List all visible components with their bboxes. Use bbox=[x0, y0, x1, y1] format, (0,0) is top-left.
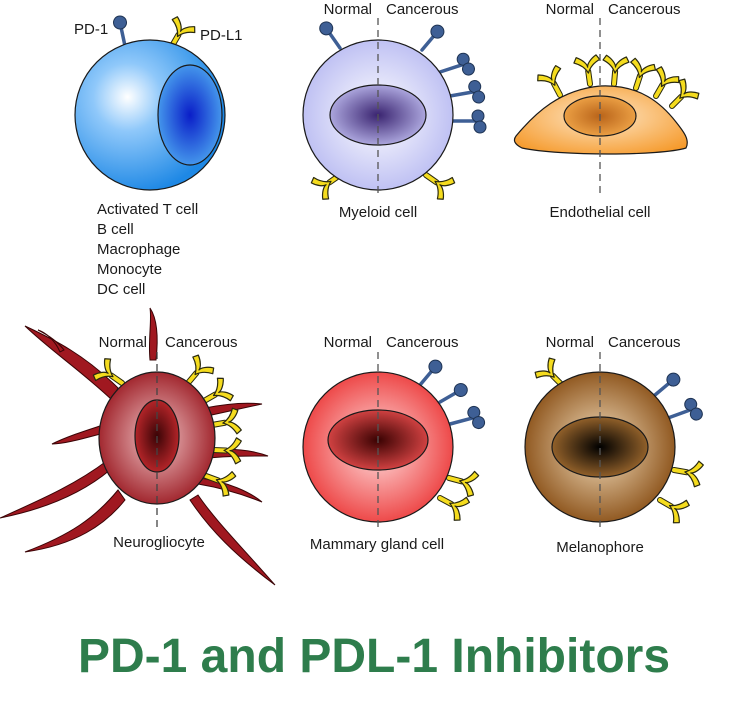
myeloid-group: Normal Cancerous Myeloid cell bbox=[302, 1, 488, 221]
cancerous-label: Cancerous bbox=[608, 334, 681, 351]
pdl1-ligand-icon bbox=[654, 489, 691, 526]
pdl1-ligand-icon bbox=[434, 487, 471, 523]
melanophore-label: Melanophore bbox=[556, 539, 644, 556]
cancerous-label: Cancerous bbox=[165, 334, 238, 351]
page-title: PD-1 and PDL-1 Inhibitors bbox=[78, 630, 670, 683]
endothelial-label: Endothelial cell bbox=[550, 204, 651, 221]
pdl1-ligand-icon bbox=[672, 457, 704, 487]
pd1-receptor-icon bbox=[450, 108, 488, 135]
pdl1-ligand-icon bbox=[573, 54, 603, 85]
melanophore-group: Normal Cancerous Melanophore bbox=[524, 334, 704, 556]
pd1-label: PD-1 bbox=[74, 21, 108, 38]
pdl1-label: PD-L1 bbox=[200, 27, 243, 44]
neurogliocyte-group: Normal Cancerous Neurogliocyte bbox=[0, 307, 276, 586]
tcell-label-2: B cell bbox=[97, 221, 134, 238]
pd1-receptor-icon bbox=[315, 17, 348, 54]
endothelial-group: Normal Cancerous Endothelial cell bbox=[513, 1, 701, 221]
mammary-group: Normal Cancerous Mammary gland cell bbox=[302, 334, 488, 553]
pd1-receptor-icon bbox=[435, 379, 472, 410]
cancerous-label: Cancerous bbox=[386, 1, 459, 18]
pd1-receptor-icon bbox=[649, 368, 685, 402]
tcell-label-5: DC cell bbox=[97, 281, 145, 298]
tcell-label-3: Macrophage bbox=[97, 241, 180, 258]
cancerous-label: Cancerous bbox=[608, 1, 681, 18]
tcell-label-1: Activated T cell bbox=[97, 201, 198, 218]
tcell-label-4: Monocyte bbox=[97, 261, 162, 278]
mammary-label: Mammary gland cell bbox=[310, 536, 444, 553]
normal-label: Normal bbox=[324, 1, 372, 18]
tcell-nucleus bbox=[157, 64, 223, 166]
pd1-receptor-icon bbox=[110, 13, 134, 50]
pd1-receptor-icon bbox=[415, 20, 449, 56]
tcell-group: PD-1 PD-L1 Activated T cell B cell Macro… bbox=[74, 15, 243, 298]
pd1-receptor-icon bbox=[446, 77, 488, 110]
normal-label: Normal bbox=[546, 1, 594, 18]
normal-label: Normal bbox=[324, 334, 372, 351]
myeloid-label: Myeloid cell bbox=[339, 204, 417, 221]
pdl1-ligand-icon bbox=[446, 465, 480, 497]
pdl1-ligand-icon bbox=[601, 55, 629, 85]
normal-label: Normal bbox=[99, 334, 147, 351]
neurogliocyte-label: Neurogliocyte bbox=[113, 534, 205, 551]
cancerous-label: Cancerous bbox=[386, 334, 459, 351]
normal-label: Normal bbox=[546, 334, 594, 351]
pd1-receptor-icon bbox=[445, 402, 488, 438]
